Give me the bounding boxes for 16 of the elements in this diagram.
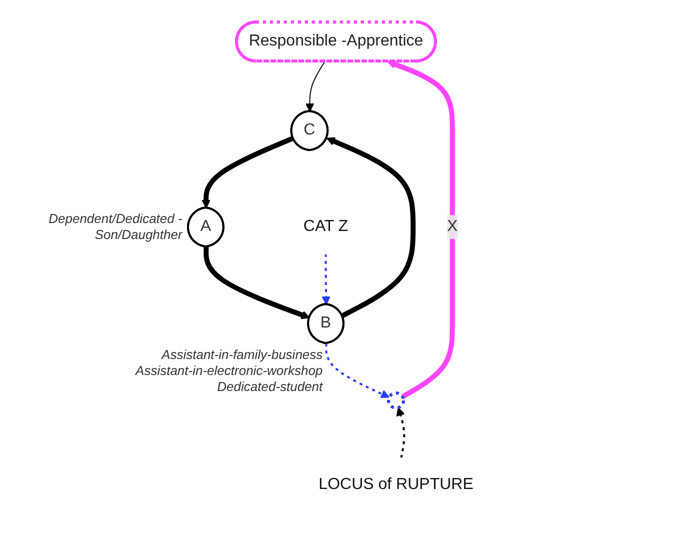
node-circle bbox=[387, 392, 406, 410]
arrow bbox=[322, 254, 331, 305]
node-text: CAT Z bbox=[304, 218, 348, 235]
node-caption: Dependent/Dedicated -Son/Daughther bbox=[48, 211, 182, 243]
node-caption: Assistant-in-family-business bbox=[162, 346, 323, 363]
arrow bbox=[396, 407, 406, 458]
node-caption: Assistant-in-electronic-workshop bbox=[136, 362, 323, 379]
node-text: LOCUS of RUPTURE bbox=[318, 476, 474, 493]
arrow bbox=[306, 61, 326, 112]
node-caption: Dedicated-student bbox=[217, 378, 323, 395]
edge-label: X bbox=[447, 218, 458, 235]
arrow bbox=[387, 60, 456, 399]
arrow bbox=[204, 246, 310, 320]
arrow bbox=[202, 136, 294, 208]
arrow bbox=[326, 343, 390, 398]
arrow bbox=[326, 137, 416, 318]
